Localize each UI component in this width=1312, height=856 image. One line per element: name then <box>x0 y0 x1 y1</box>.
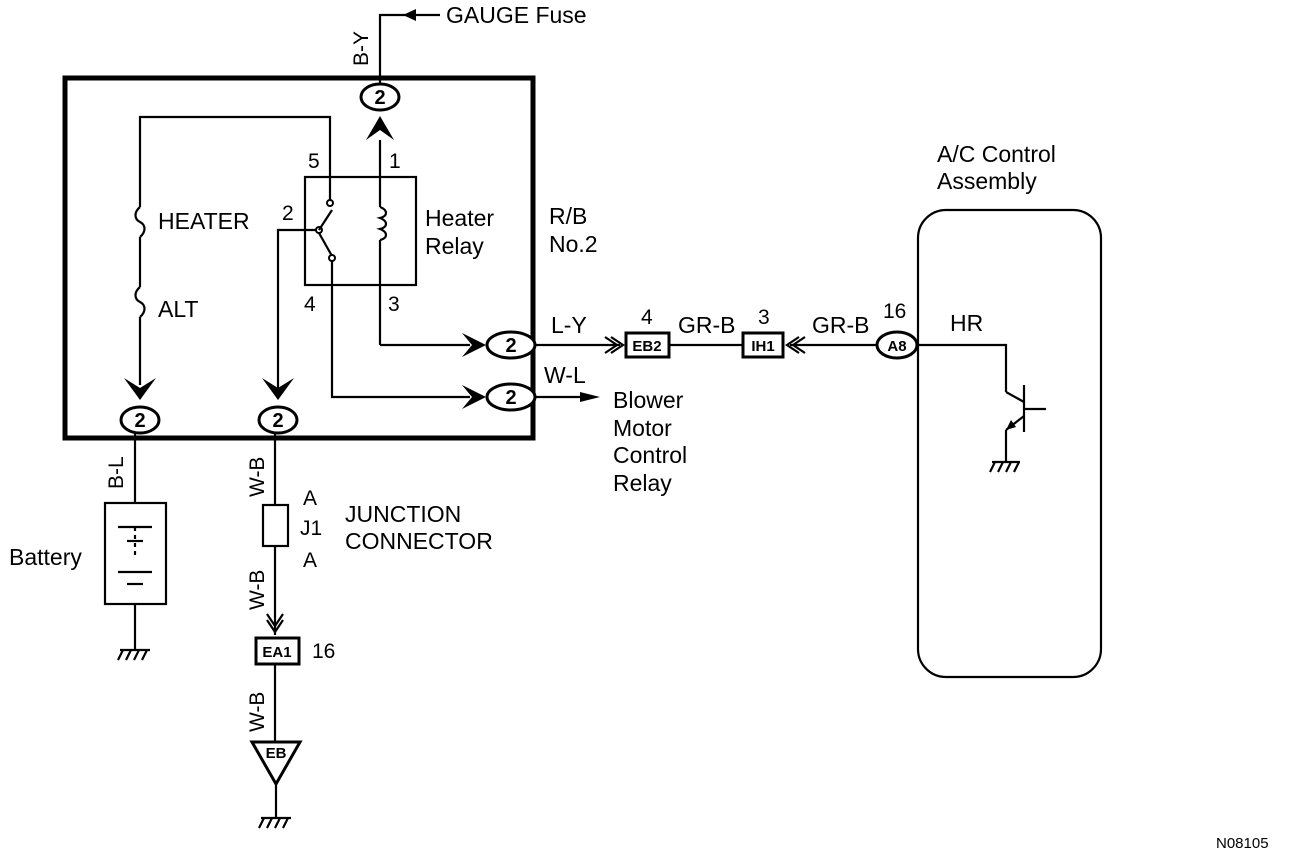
ih1-pin-label: 3 <box>758 306 770 329</box>
connector-ih1-label: IH1 <box>751 338 774 355</box>
connector-ly-label: 2 <box>505 335 516 357</box>
connector-wl-label: 2 <box>505 387 516 409</box>
wb-wire-label-1: W-B <box>246 457 269 497</box>
j1-a-top-label: A <box>303 487 317 510</box>
rb-label-2: No.2 <box>549 231 598 257</box>
battery-symbol <box>103 501 168 661</box>
blower-label-1: Blower <box>613 387 684 413</box>
junction-label-2: CONNECTOR <box>345 528 493 554</box>
connector-top: 2 <box>359 82 401 140</box>
ly-wire <box>535 336 625 354</box>
wl-wire <box>535 392 600 402</box>
ac-label-1: A/C Control <box>937 141 1056 167</box>
a8-pin-label: 16 <box>883 300 906 323</box>
pin1-label: 1 <box>389 150 401 173</box>
heater-fuse <box>134 200 146 287</box>
connector-ea1-label: EA1 <box>262 644 291 661</box>
pin4-label: 4 <box>304 293 316 316</box>
connector-ea1: EA1 <box>254 636 301 666</box>
battery-label: Battery <box>9 544 82 570</box>
blower-label-3: Control <box>613 442 687 468</box>
connector-eb2: EB2 <box>624 331 671 359</box>
by-wire-label: B-Y <box>350 31 373 66</box>
relay-block-box <box>62 75 536 441</box>
heater-label: HEATER <box>158 208 250 234</box>
blower-label-4: Relay <box>613 470 672 496</box>
wb-wire-label-2: W-B <box>246 570 269 610</box>
transistor-symbol <box>917 343 1046 473</box>
connector-ih1: IH1 <box>741 331 785 359</box>
relay-switch <box>138 115 470 399</box>
ground-eb-label: EB <box>266 745 287 762</box>
ac-control-assembly-box <box>916 208 1103 679</box>
wl-wire-label: W-L <box>544 362 586 388</box>
diagram-code: N08105 <box>1216 835 1269 852</box>
connector-top-label: 2 <box>374 87 385 109</box>
ea1-pin-label: 16 <box>312 640 335 663</box>
junction-label-1: JUNCTION <box>345 501 461 527</box>
heater-relay-label-2: Relay <box>425 233 484 259</box>
connector-ly: 2 <box>462 330 537 360</box>
grb-wire-label-1: GR-B <box>678 312 736 338</box>
pin3-label: 3 <box>388 293 400 316</box>
rb-label-1: R/B <box>549 203 587 229</box>
pin5-label: 5 <box>308 150 320 173</box>
connector-bottom-mid: 2 <box>257 378 299 435</box>
connector-bottom-left-label: 2 <box>134 410 145 432</box>
j1-label: J1 <box>300 517 322 540</box>
ground-point-eb: EB <box>249 740 303 829</box>
blower-label-2: Motor <box>613 415 672 441</box>
wb-wire-2 <box>266 546 284 635</box>
connector-a8-label: A8 <box>887 338 906 355</box>
eb2-pin-label: 4 <box>641 306 653 329</box>
connector-bottom-left: 2 <box>119 378 161 435</box>
connector-wl: 2 <box>462 382 537 412</box>
grb-wire-label-2: GR-B <box>812 312 870 338</box>
bl-wire-label: B-L <box>105 456 128 489</box>
gauge-fuse-label: GAUGE Fuse <box>446 2 587 28</box>
alt-fuse <box>134 286 146 385</box>
ly-wire-label: L-Y <box>551 312 587 338</box>
grb-wire-2 <box>785 336 880 354</box>
j1-a-bottom-label: A <box>303 549 317 572</box>
junction-connector-j1 <box>261 503 290 548</box>
wb-wire-label-3: W-B <box>246 692 269 732</box>
gauge-fuse-feed <box>378 9 440 85</box>
connector-a8: A8 <box>875 330 919 360</box>
connector-eb2-label: EB2 <box>632 338 661 355</box>
ac-label-2: Assembly <box>937 168 1037 194</box>
heater-relay-label-1: Heater <box>425 205 494 231</box>
pin2-label: 2 <box>282 202 294 225</box>
connector-bottom-mid-label: 2 <box>272 410 283 432</box>
relay-coil <box>376 140 470 347</box>
alt-label: ALT <box>158 296 198 322</box>
hr-label: HR <box>950 310 983 336</box>
